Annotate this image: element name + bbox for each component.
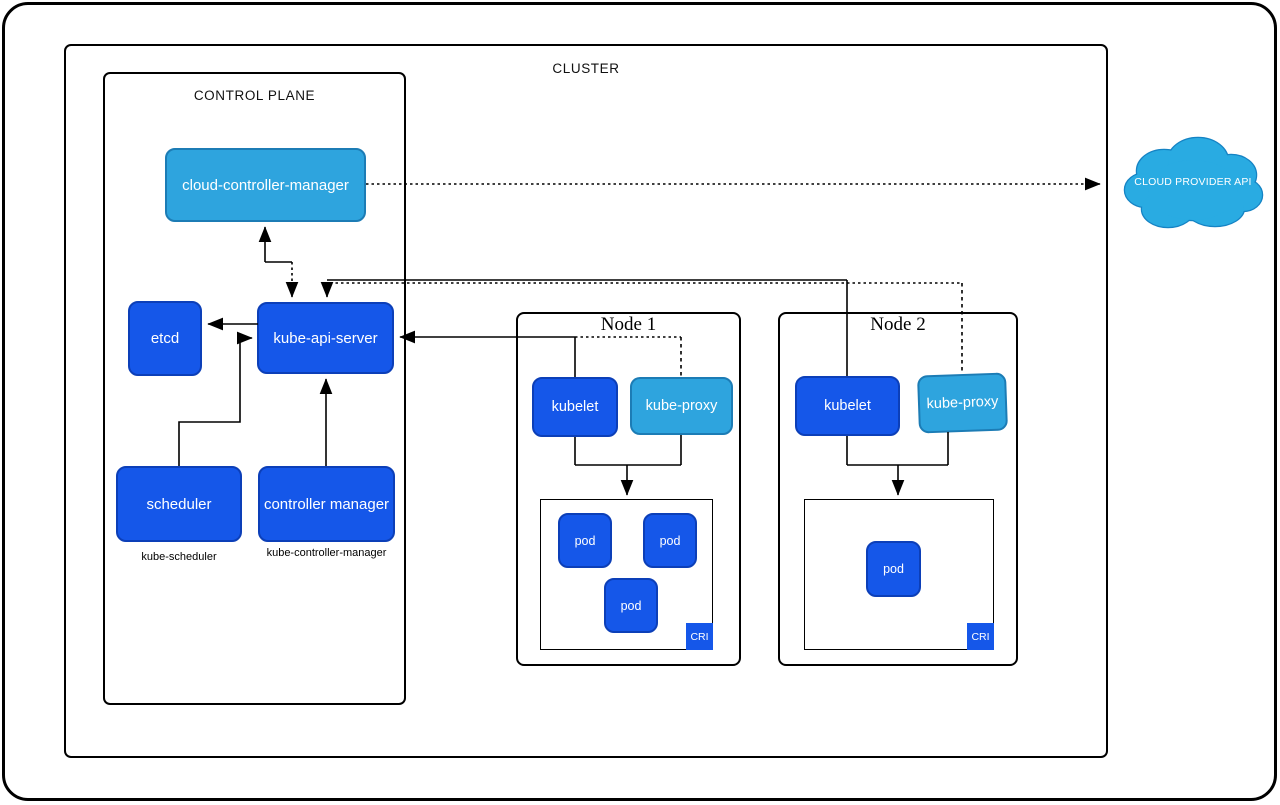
- node-2-cri-badge: CRI: [967, 623, 994, 650]
- kube-controller-manager-caption: kube-controller-manager: [266, 547, 387, 559]
- pod-box: pod: [643, 513, 697, 568]
- controller-manager-box: controller manager: [258, 466, 395, 542]
- node-1-cri-badge: CRI: [686, 623, 713, 650]
- control-plane-label: CONTROL PLANE: [193, 88, 316, 103]
- node-1-kubelet-box: kubelet: [532, 377, 618, 437]
- node-1-kube-proxy-box: kube-proxy: [630, 377, 733, 435]
- cloud-controller-manager-box: cloud-controller-manager: [165, 148, 366, 222]
- kube-api-server-box: kube-api-server: [257, 302, 394, 374]
- cluster-boundary: [64, 44, 1108, 758]
- node-1-title: Node 1: [600, 314, 657, 335]
- pod-box: pod: [866, 541, 921, 597]
- node-1-boundary: [516, 312, 741, 666]
- cloud-provider-api-label: CLOUD PROVIDER API: [1134, 176, 1252, 188]
- control-plane-boundary: [103, 72, 406, 705]
- node-2-title: Node 2: [870, 314, 926, 335]
- kube-scheduler-caption: kube-scheduler: [141, 551, 217, 563]
- node-2-kube-proxy-box: kube-proxy: [917, 372, 1008, 434]
- node-2-boundary: [778, 312, 1018, 666]
- scheduler-box: scheduler: [116, 466, 242, 542]
- cluster-label: CLUSTER: [552, 61, 620, 76]
- pod-box: pod: [558, 513, 612, 568]
- pod-box: pod: [604, 578, 658, 633]
- node-2-kubelet-box: kubelet: [795, 376, 900, 436]
- etcd-box: etcd: [128, 301, 202, 376]
- cloud-provider-shape: [1123, 136, 1264, 229]
